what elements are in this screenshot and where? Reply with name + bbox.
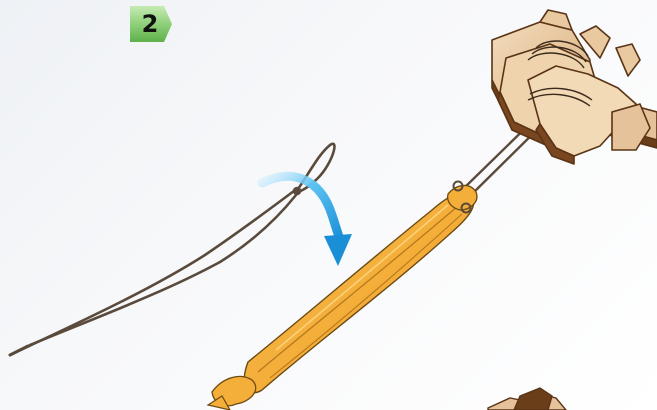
- partial-wooden-part: [488, 388, 566, 410]
- wooden-spindle-icon: [492, 10, 657, 164]
- curved-down-arrow-icon: [262, 176, 352, 266]
- fabric-sling-icon: [208, 182, 477, 410]
